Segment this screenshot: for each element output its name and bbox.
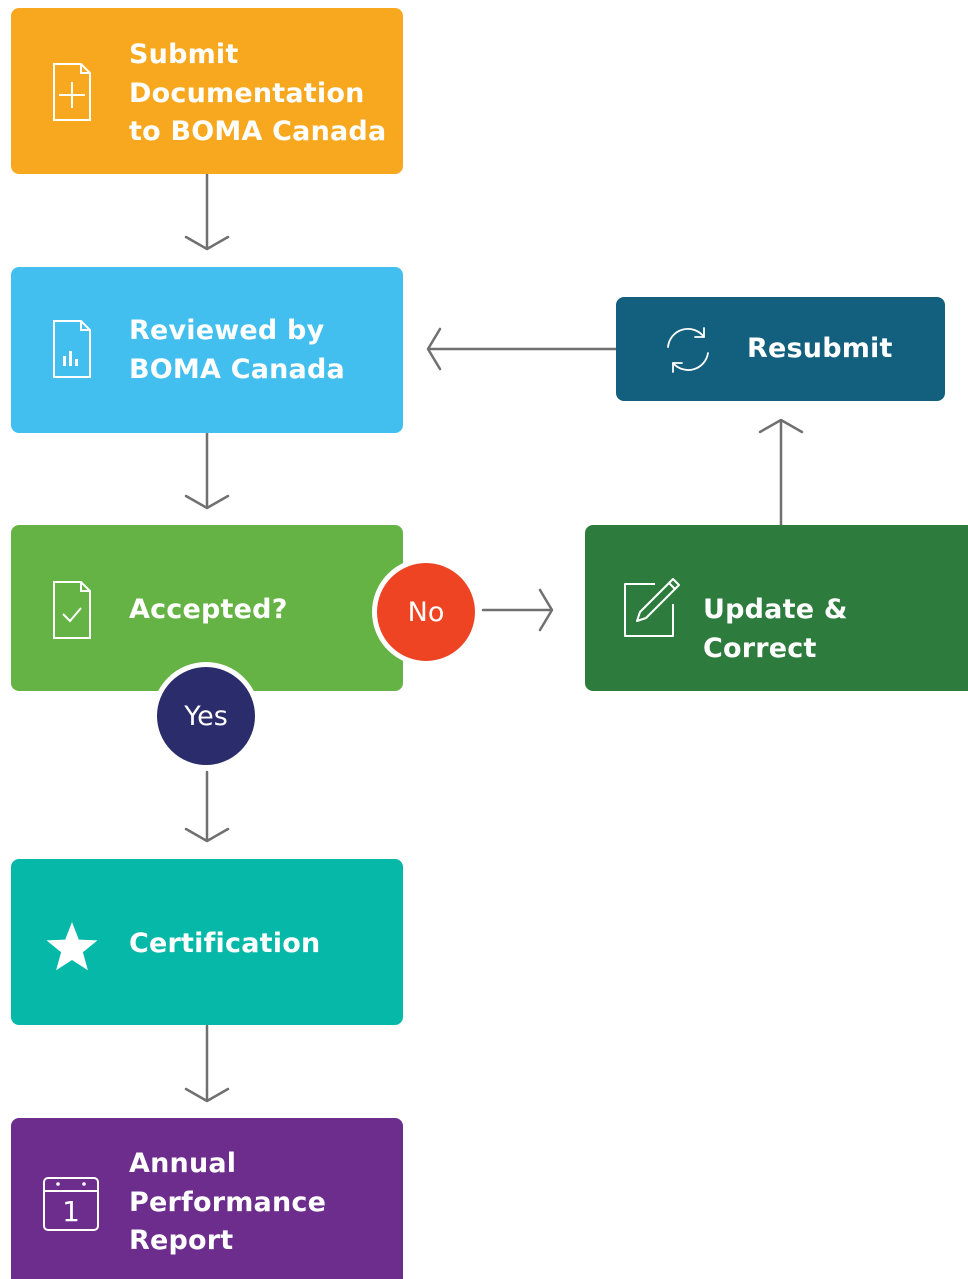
- step-label: Annual Performance Report: [129, 1148, 327, 1256]
- edit-pencil-icon: [621, 577, 681, 643]
- arrow-certification-to-annual: [184, 1024, 230, 1103]
- star-icon: [44, 920, 100, 978]
- step-label: Accepted?: [129, 594, 288, 625]
- calendar-day: 1: [62, 1195, 80, 1228]
- arrow-submit-to-reviewed: [184, 172, 230, 251]
- step-label: Reviewed by BOMA Canada: [129, 315, 345, 385]
- document-plus-icon: [51, 61, 93, 127]
- step-label: Resubmit: [747, 333, 893, 364]
- document-check-icon: [51, 579, 93, 645]
- arrow-update-to-resubmit: [758, 418, 804, 527]
- document-chart-icon: [51, 318, 93, 384]
- arrow-yes-to-certification: [184, 770, 230, 843]
- step-reviewed: Reviewed by BOMA Canada: [11, 267, 403, 433]
- yes-badge: Yes: [152, 662, 260, 770]
- arrow-resubmit-to-reviewed: [426, 327, 618, 371]
- step-label: Update & Correct: [703, 594, 848, 664]
- no-badge: No: [372, 558, 480, 666]
- step-resubmit: Resubmit: [616, 297, 945, 401]
- arrow-reviewed-to-accepted: [184, 431, 230, 510]
- step-certification: Certification: [11, 859, 403, 1025]
- step-annual-report: 1 Annual Performance Report: [11, 1118, 403, 1279]
- calendar-icon: 1: [42, 1174, 100, 1236]
- step-label: Submit Documentation to BOMA Canada: [129, 39, 387, 147]
- refresh-icon: [662, 325, 716, 379]
- step-update-correct: Update & Correct: [585, 525, 968, 691]
- step-submit-documentation: Submit Documentation to BOMA Canada: [11, 8, 403, 174]
- step-label: Certification: [129, 928, 321, 959]
- arrow-no-to-update: [481, 588, 554, 632]
